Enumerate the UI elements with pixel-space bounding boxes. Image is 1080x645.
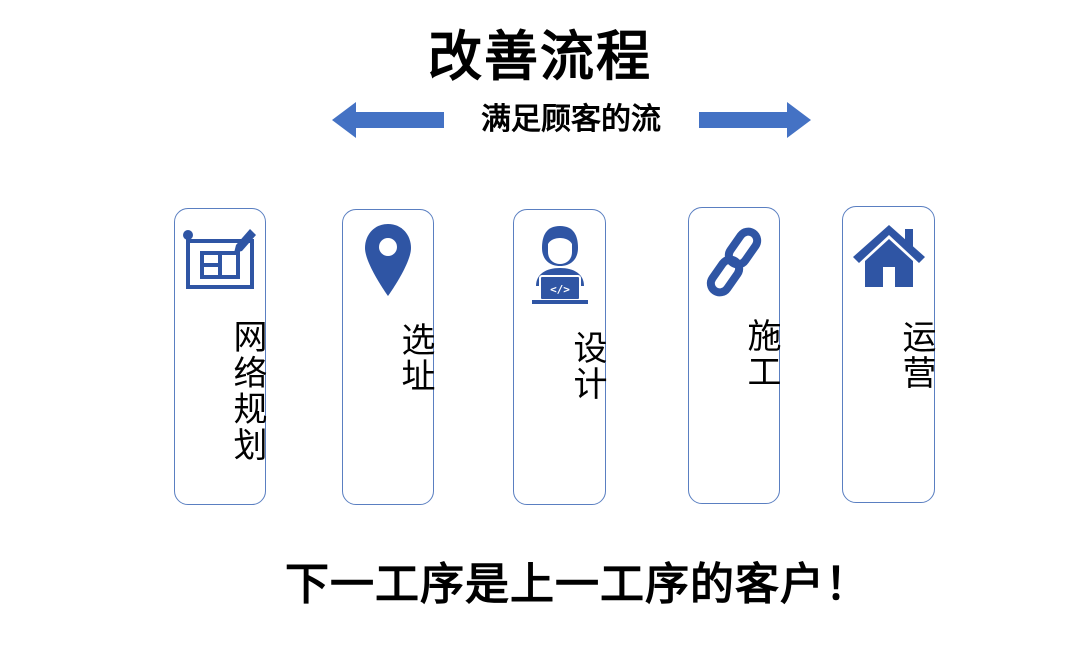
- subtitle-row: 满足顾客的流: [0, 100, 1080, 140]
- step-card-site-selection: 选址: [342, 209, 435, 505]
- designer-laptop-icon: </>: [531, 226, 588, 304]
- step-label: 运营: [896, 319, 936, 391]
- step-label: 设计: [567, 330, 607, 402]
- step-card-operations: 运营: [842, 206, 936, 503]
- arrow-right-icon: [699, 102, 811, 138]
- step-card-network-planning: 网络规划: [174, 208, 267, 505]
- page-title: 改善流程: [428, 25, 652, 88]
- house-icon: [852, 225, 925, 287]
- arrow-left-icon: [332, 102, 444, 138]
- step-card-design: </> 设计: [513, 209, 607, 505]
- step-label: 网络规划: [227, 319, 267, 463]
- subtitle: 满足顾客的流: [481, 102, 661, 137]
- step-label: 施工: [741, 318, 781, 390]
- location-pin-icon: [365, 224, 411, 296]
- footer-statement: 下一工序是上一工序的客户！: [285, 559, 870, 610]
- step-label: 选址: [395, 322, 435, 394]
- blueprint-icon: [183, 229, 256, 289]
- step-card-construction: 施工: [688, 207, 781, 504]
- chain-link-icon: [706, 227, 762, 297]
- svg-text:</>: </>: [550, 283, 570, 296]
